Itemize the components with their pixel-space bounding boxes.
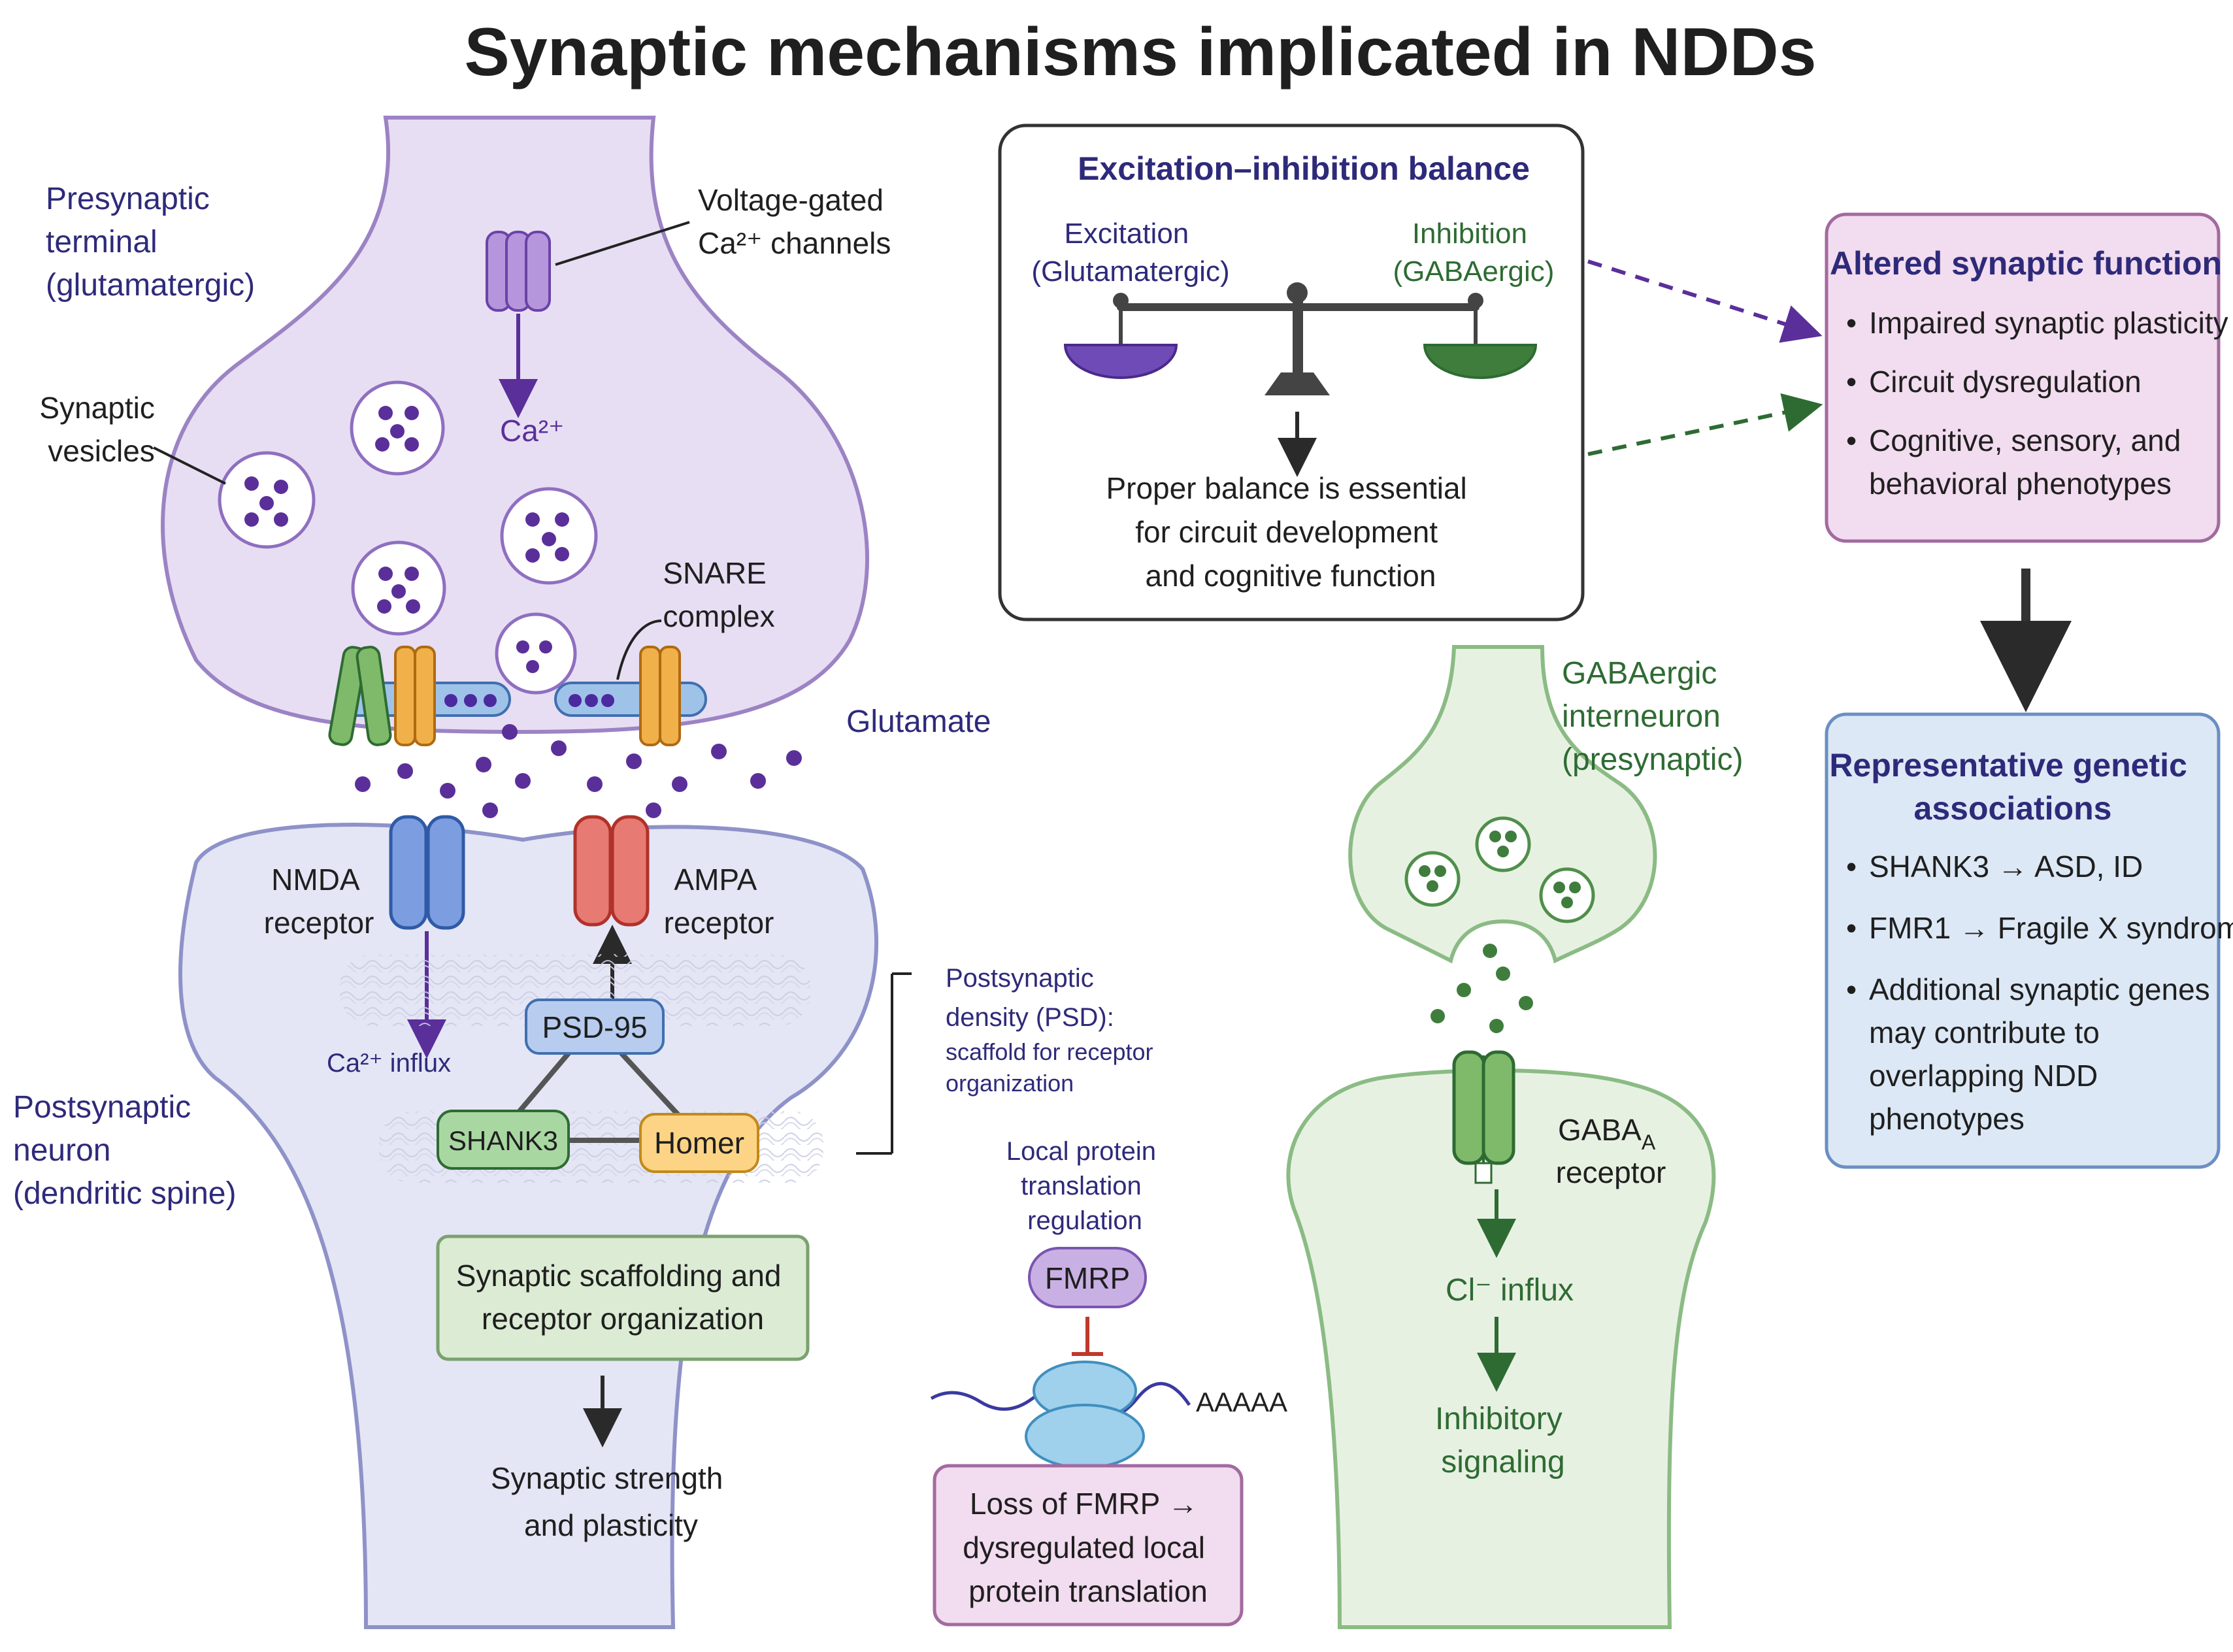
altered-function-box: [1825, 212, 2221, 543]
vgcc-label: Voltage-gated Ca²⁺ channels: [698, 183, 892, 260]
vgcc-leader: [555, 221, 690, 266]
genetic-bullet: •: [1846, 850, 1857, 884]
ampa-label: AMPA receptor: [664, 863, 774, 940]
altered-item: Impaired synaptic plasticity: [1869, 306, 2228, 340]
strength-label: Synaptic strength and plasticity: [491, 1461, 731, 1542]
ampa-receptor-icon: [573, 815, 650, 1000]
vesicles-leader: [153, 446, 226, 485]
fmrp-loss-box: [933, 1464, 1244, 1627]
genetic-associations-box: [1825, 712, 2221, 1169]
genetic-item: Additional synaptic genes may contribute…: [1869, 972, 2218, 1136]
altered-bullet: •: [1846, 365, 1857, 399]
psd-bracket: [856, 972, 912, 1155]
glutamate-label: Glutamate: [846, 704, 991, 739]
ca-label: Ca²⁺: [500, 414, 564, 448]
balance-scale-icon: [1063, 282, 1538, 395]
homer-node: [639, 1113, 759, 1173]
scaffold-box: [436, 1234, 810, 1361]
synaptic-vesicles: [218, 380, 598, 695]
cl-influx-label: Cl⁻ influx: [1446, 1273, 1574, 1308]
excitation-label: Excitation (Glutamatergic): [1031, 218, 1229, 288]
altered-item: Circuit dysregulation: [1869, 365, 2142, 399]
gaba-vesicles: [1404, 816, 1595, 923]
fmrp-label: FMRP: [1045, 1261, 1130, 1295]
altered-bullet: •: [1846, 423, 1857, 457]
ca-influx-label: Ca²⁺ influx: [327, 1049, 451, 1078]
gaba-vesicle-contents: [1419, 831, 1581, 908]
genetic-bullet: •: [1846, 972, 1857, 1006]
genetic-item: FMR1 → Fragile X syndrome: [1869, 911, 2233, 945]
gaba-neuron-label: GABAergic interneuron (presynaptic): [1562, 656, 1743, 777]
vesicles-label: Synaptic vesicles: [39, 391, 163, 468]
postsynaptic-label: Postsynaptic neuron (dendritic spine): [13, 1090, 236, 1211]
homer-label: Homer: [654, 1126, 744, 1160]
fmrp-node: [1028, 1247, 1147, 1308]
ei-balance-title: Excitation–inhibition balance: [1078, 150, 1530, 187]
postsynaptic-spine: [178, 823, 879, 1629]
snare-complex-icon: [328, 646, 681, 746]
glutamate-molecules: [355, 724, 802, 818]
gaba-interneuron: [1348, 645, 1657, 964]
ribosome-icon: [1025, 1361, 1145, 1469]
inhibition-label: Inhibition (GABAergic): [1393, 218, 1555, 288]
shank3-label: SHANK3: [448, 1125, 558, 1156]
excitation-dashed-arrow: [1587, 259, 1823, 343]
genetic-bullet: •: [1846, 911, 1857, 945]
fmrp-loss-text: Loss of FMRP → dysregulated local protei…: [963, 1487, 1214, 1608]
altered-item: Cognitive, sensory, and behavioral pheno…: [1869, 423, 2189, 501]
altered-function-list: • Impaired synaptic plasticity • Circuit…: [1846, 306, 2228, 501]
page-title: Synaptic mechanisms implicated in NDDs: [464, 14, 1816, 90]
fmrp-regulation-label: Local protein translation regulation: [1006, 1137, 1163, 1235]
inhibition-dashed-arrow: [1587, 393, 1823, 456]
snare-leader: [616, 620, 662, 680]
psd-label: Postsynaptic density (PSD):: [946, 964, 1114, 1032]
snare-label: SNARE complex: [663, 556, 774, 633]
presynaptic-label: Presynaptic terminal (glutamatergic): [46, 182, 255, 303]
vgcc-channel-icon: [486, 231, 551, 418]
nmda-label: NMDA receptor: [264, 863, 374, 940]
scaffold-box-text: Synaptic scaffolding and receptor organi…: [456, 1259, 790, 1336]
gaba-a-receptor-label: GABAA receptor: [1556, 1113, 1666, 1189]
altered-function-title: Altered synaptic function: [1830, 245, 2222, 282]
vesicle-contents: [244, 406, 569, 673]
shank3-node: [437, 1110, 570, 1170]
gaba-molecules: [1431, 944, 1533, 1033]
genetic-title: Representative genetic associations: [1829, 747, 2196, 827]
active-zone-dots: [444, 694, 614, 707]
altered-bullet: •: [1846, 306, 1857, 340]
inhibition-tbar-icon: [1072, 1317, 1103, 1356]
psd95-node: [525, 999, 665, 1055]
psd95-label: PSD-95: [542, 1010, 647, 1044]
genetic-item: SHANK3 → ASD, ID: [1869, 850, 2143, 884]
presynaptic-terminal: [161, 116, 869, 735]
inhibitory-signaling-label: Inhibitory signaling: [1435, 1402, 1571, 1479]
gaba-a-receptor-icon: [1452, 1050, 1515, 1184]
psd-sublabel: scaffold for receptor organization: [946, 1038, 1160, 1097]
genetic-list: • SHANK3 → ASD, ID • FMR1 → Fragile X sy…: [1846, 850, 2233, 1136]
ei-statement: Proper balance is essential for circuit …: [1106, 471, 1475, 593]
polya-label: AAAAA: [1196, 1387, 1287, 1417]
psd-mesh-upper: [340, 954, 810, 1026]
